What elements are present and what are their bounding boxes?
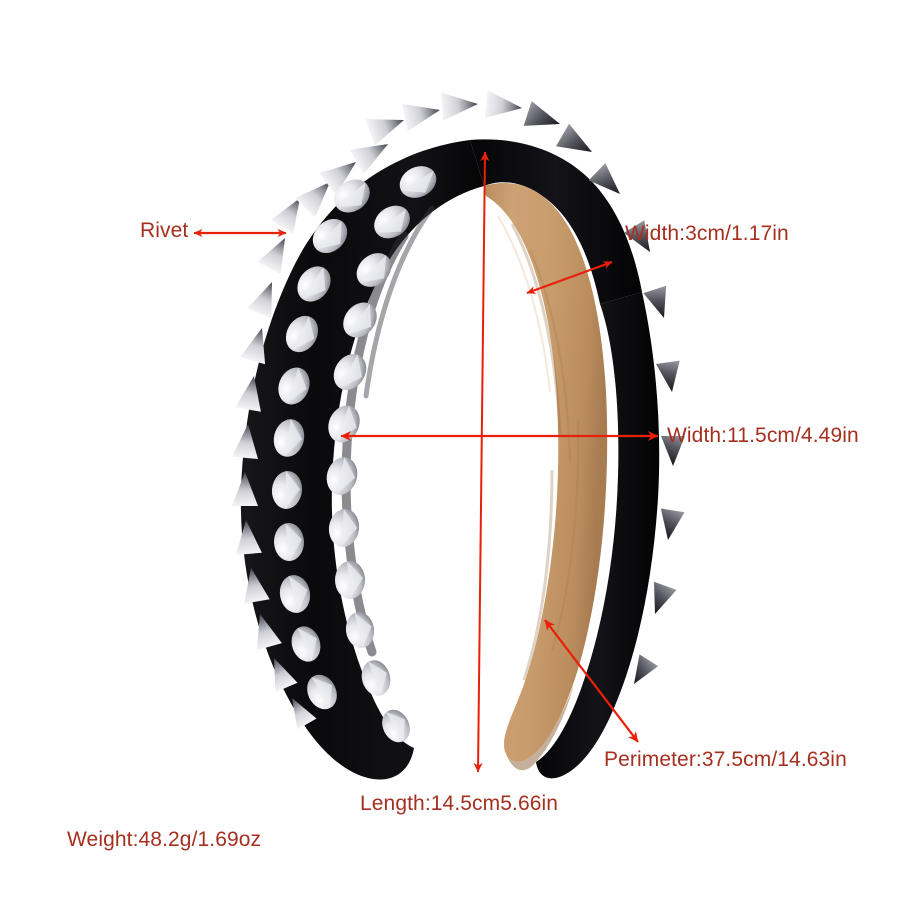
label-width-band: Width:3cm/1.17in	[625, 222, 789, 245]
headband-illustration	[232, 90, 685, 780]
spike-row-front-outer	[271, 179, 370, 710]
band-left-highlight	[363, 205, 435, 399]
label-length: Length:14.5cm5.66in	[360, 792, 559, 815]
label-perimeter: Perimeter:37.5cm/14.63in	[604, 748, 847, 771]
spike-row-profile	[232, 198, 317, 730]
arrow-width-band	[526, 260, 613, 295]
band-suede-lining	[484, 183, 608, 762]
lining-tip-shade	[506, 684, 574, 771]
band-left-body	[240, 140, 484, 780]
annotation-arrows	[193, 151, 659, 773]
label-rivet: Rivet	[140, 219, 189, 242]
label-weight: Weight:48.2g/1.69oz	[67, 828, 262, 851]
arrow-perimeter	[544, 619, 639, 743]
label-width-overall: Width:11.5cm/4.49in	[667, 424, 859, 447]
spike-row-right-rim	[623, 220, 685, 684]
arrow-length	[473, 151, 490, 773]
spike-row-crown	[294, 90, 620, 218]
